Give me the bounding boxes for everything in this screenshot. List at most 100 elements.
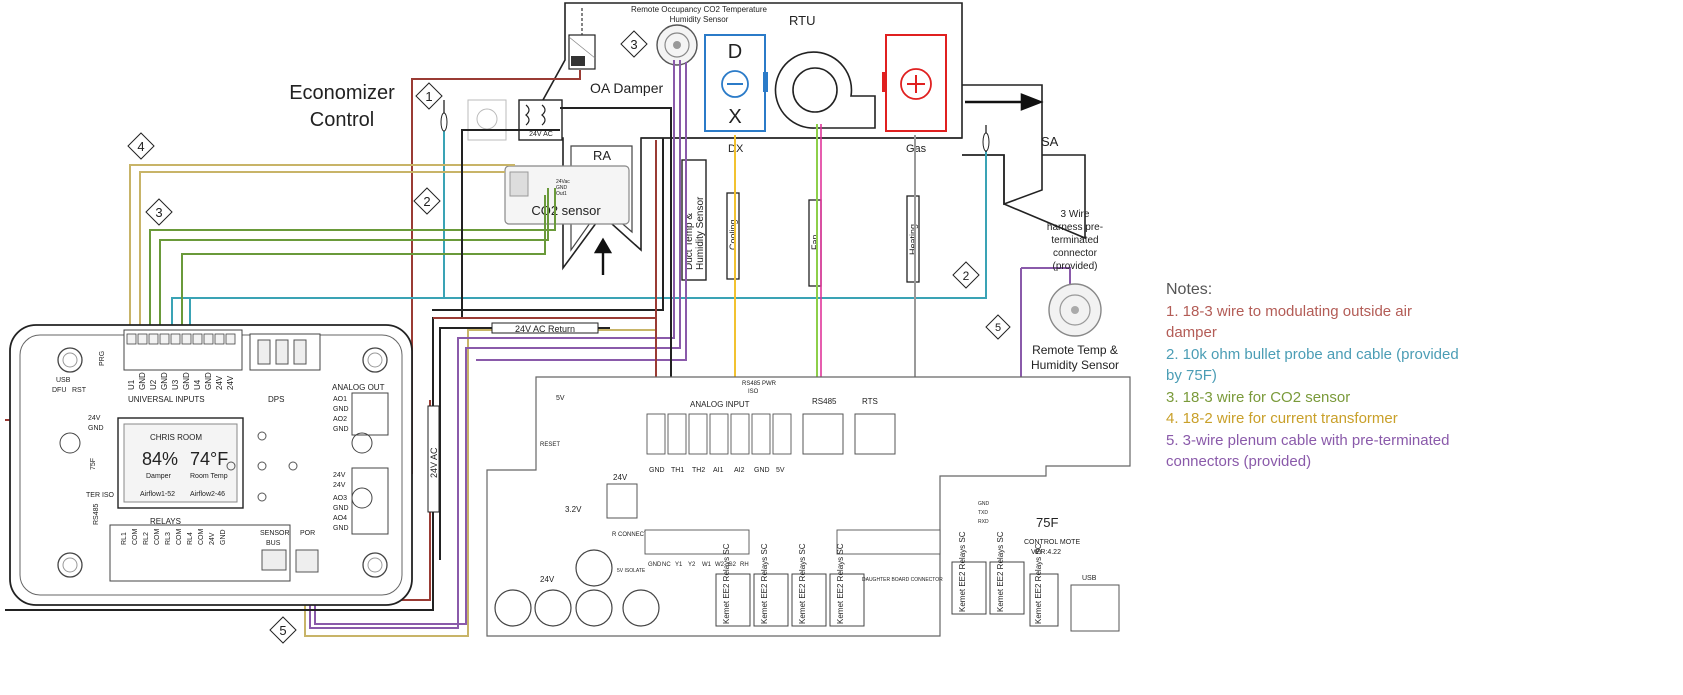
notes-panel: Notes: 1. 18-3 wire to modulating outsid…: [1166, 279, 1466, 473]
svg-text:5V: 5V: [776, 467, 785, 474]
svg-text:PRG: PRG: [99, 351, 106, 366]
svg-text:Kemet EE2 Relays SC: Kemet EE2 Relays SC: [958, 531, 967, 612]
svg-text:GND: GND: [220, 529, 227, 545]
svg-text:24V: 24V: [215, 375, 224, 390]
lcd-title: CHRIS ROOM: [150, 433, 202, 442]
badge-5: 5 5: [269, 314, 1011, 644]
lcd-co2-value: 84%: [142, 449, 178, 469]
svg-text:5: 5: [279, 623, 286, 638]
svg-text:5V ISOLATE: 5V ISOLATE: [617, 568, 646, 574]
svg-text:GND: GND: [160, 372, 169, 390]
sa-label: SA: [1041, 134, 1059, 149]
svg-text:GND: GND: [138, 372, 147, 390]
svg-text:U2: U2: [149, 379, 158, 390]
svg-text:24V: 24V: [226, 375, 235, 390]
svg-text:AO4: AO4: [333, 515, 347, 522]
svg-text:GND: GND: [333, 505, 349, 512]
duct-sensor-label-2: Humidity Sensor: [695, 196, 706, 270]
svg-text:TH1: TH1: [671, 467, 684, 474]
svg-text:GND: GND: [754, 467, 770, 474]
svg-text:TH2: TH2: [692, 467, 705, 474]
svg-text:W2: W2: [715, 562, 725, 568]
supply-24vac-tag: [427, 405, 440, 513]
remote-sensor-title: Remote Occupancy CO2 Temperature: [631, 5, 767, 14]
svg-text:2: 2: [963, 269, 970, 283]
svg-text:5V: 5V: [556, 395, 565, 402]
svg-text:24V: 24V: [333, 472, 346, 479]
universal-inputs-label: UNIVERSAL INPUTS: [128, 395, 205, 404]
duct-sensor-label: Duct Temp &: [684, 213, 695, 270]
svg-text:GND: GND: [88, 425, 104, 432]
svg-text:AI2: AI2: [734, 467, 745, 474]
temp-probe-icon: [440, 100, 990, 152]
rtu-unit: [520, 2, 1086, 271]
svg-text:USB: USB: [56, 377, 71, 384]
svg-text:RTS: RTS: [862, 397, 878, 406]
control-mote-board: ANALOG INPUT GND TH1 TH2 AI1 AI2 GND 5V …: [486, 376, 1131, 637]
svg-text:RST: RST: [72, 387, 87, 394]
svg-text:75F: 75F: [90, 458, 97, 470]
svg-text:U1: U1: [127, 379, 136, 390]
svg-text:U3: U3: [171, 379, 180, 390]
svg-text:GND: GND: [333, 406, 349, 413]
svg-text:TXD: TXD: [978, 510, 988, 516]
svg-text:Kemet EE2 Relays SC: Kemet EE2 Relays SC: [798, 543, 807, 624]
badge-4: 4: [127, 132, 155, 160]
gas-heater-icon: [882, 34, 947, 132]
svg-text:GND: GND: [204, 372, 213, 390]
svg-text:RL1: RL1: [121, 532, 128, 545]
svg-text:4: 4: [137, 139, 144, 154]
svg-text:POR: POR: [300, 530, 315, 537]
wire-3-co2: [149, 188, 556, 340]
lcd-temp-value: 74°F: [190, 449, 228, 469]
svg-text:W1: W1: [702, 562, 712, 568]
return-24vac-label: 24V AC Return: [515, 324, 575, 334]
svg-text:RS485 PWR: RS485 PWR: [742, 381, 777, 387]
damper-coupling-icon: [467, 99, 507, 141]
svg-text:GND: GND: [649, 467, 665, 474]
co2-sensor-label: CO2 sensor: [531, 203, 601, 218]
svg-text:ISO: ISO: [748, 389, 759, 395]
remote-temp-caption: Remote Temp & Humidity Sensor: [1030, 343, 1120, 372]
heating-ct-label: Heating: [908, 224, 918, 255]
svg-text:U4: U4: [193, 379, 202, 390]
svg-text:D: D: [728, 41, 742, 63]
svg-text:GND: GND: [556, 185, 568, 191]
note-3: 3. 18-3 wire for CO2 sensor: [1166, 388, 1351, 406]
damper-actuator-icon: [568, 8, 596, 70]
svg-text:24V: 24V: [333, 482, 346, 489]
svg-text:Kemet EE2 Relays SC: Kemet EE2 Relays SC: [996, 531, 1005, 612]
diagram-title: Economizer Control: [289, 82, 395, 131]
relays-label: RELAYS: [150, 517, 181, 526]
svg-text:USB: USB: [1082, 575, 1097, 582]
svg-text:3.2V: 3.2V: [565, 505, 582, 514]
svg-text:Y2: Y2: [688, 562, 696, 568]
supply-24vac-label: 24V AC: [429, 447, 439, 478]
svg-text:AI1: AI1: [713, 467, 724, 474]
dx-coil-icon: D X: [704, 34, 768, 132]
note-2: 2. 10k ohm bullet probe and cable (provi…: [1166, 345, 1459, 385]
badge-1: 1: [415, 82, 443, 110]
remote-occupancy-sensor-icon: [656, 24, 698, 66]
svg-text:5: 5: [995, 322, 1001, 334]
svg-text:RL2: RL2: [143, 532, 150, 545]
svg-text:24V: 24V: [540, 575, 555, 584]
return-24vac-tag: [491, 322, 599, 334]
svg-text:COM: COM: [198, 529, 205, 546]
svg-text:Y1: Y1: [675, 562, 683, 568]
gas-label: Gas: [906, 143, 927, 155]
svg-text:GND: GND: [648, 562, 662, 568]
badge-2: 2 2: [413, 187, 980, 289]
svg-text:24Vac: 24Vac: [556, 179, 570, 185]
svg-text:COM: COM: [176, 529, 183, 546]
svg-text:3: 3: [630, 37, 637, 52]
svg-text:75F: 75F: [1036, 515, 1058, 530]
svg-text:RL4: RL4: [187, 532, 194, 545]
svg-text:RS485: RS485: [812, 397, 837, 406]
notes-heading: Notes:: [1166, 281, 1213, 298]
svg-text:Airflow2-46: Airflow2-46: [190, 491, 225, 498]
svg-text:COM: COM: [132, 529, 139, 546]
analog-out-label: ANALOG OUT: [332, 383, 385, 392]
badge-3: 3 3: [145, 30, 648, 226]
svg-text:TER ISO: TER ISO: [86, 492, 115, 499]
